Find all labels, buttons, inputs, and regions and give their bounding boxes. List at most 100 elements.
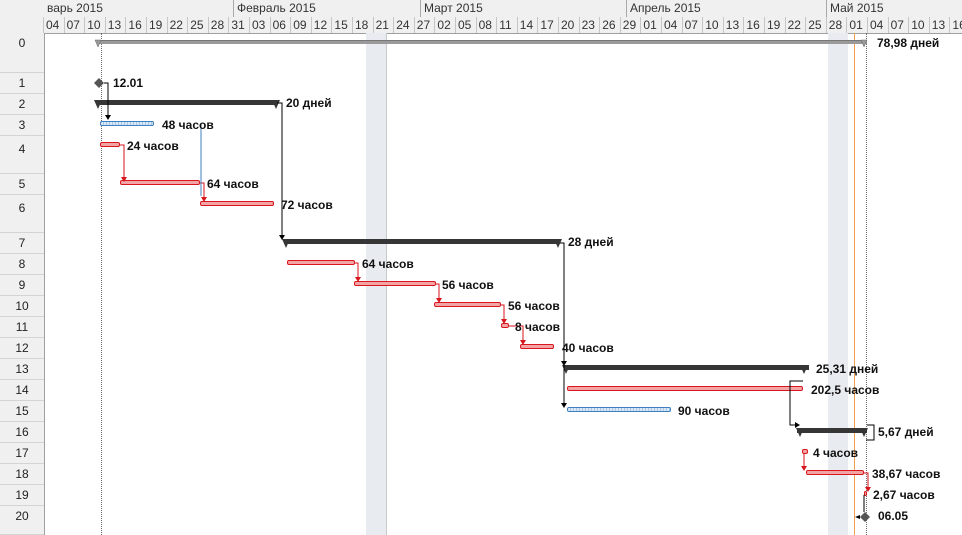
task-bar[interactable] bbox=[802, 449, 808, 454]
day-label: 04 bbox=[661, 17, 681, 33]
row-number[interactable]: 16 bbox=[0, 422, 44, 443]
project-summary-bar[interactable] bbox=[97, 40, 867, 44]
duration-label: 56 часов bbox=[508, 299, 560, 313]
day-label: 07 bbox=[681, 17, 702, 33]
duration-label: 202,5 часов bbox=[811, 383, 880, 397]
row-number[interactable]: 20 bbox=[0, 506, 44, 535]
day-label: 12 bbox=[310, 17, 331, 33]
month-separator bbox=[626, 0, 627, 17]
row-number[interactable]: 6 bbox=[0, 195, 44, 233]
month-label: варь 2015 bbox=[47, 1, 103, 15]
duration-label: 06.05 bbox=[878, 509, 909, 523]
row-number[interactable]: 1 bbox=[0, 73, 44, 94]
day-label: 07 bbox=[887, 17, 908, 33]
day-label: 22 bbox=[166, 17, 187, 33]
day-label: 01 bbox=[640, 17, 660, 33]
summary-end-marker bbox=[272, 100, 280, 109]
duration-label: 64 часов bbox=[362, 257, 414, 271]
day-label: 10 bbox=[702, 17, 722, 33]
day-label: 13 bbox=[104, 17, 125, 33]
day-label: 28 bbox=[825, 17, 846, 33]
row-number[interactable]: 19 bbox=[0, 485, 44, 506]
row-number[interactable]: 0 bbox=[0, 33, 44, 73]
task-bar[interactable] bbox=[200, 201, 274, 206]
month-label: Март 2015 bbox=[424, 1, 483, 15]
row-number[interactable]: 2 bbox=[0, 94, 44, 115]
row-number[interactable]: 7 bbox=[0, 233, 44, 254]
task-bar[interactable] bbox=[434, 302, 501, 307]
summary-bar[interactable] bbox=[99, 100, 277, 105]
row-number[interactable]: 10 bbox=[0, 296, 44, 317]
day-label: 07 bbox=[63, 17, 84, 33]
row-number[interactable]: 5 bbox=[0, 174, 44, 195]
day-label: 31 bbox=[228, 17, 248, 33]
task-bar[interactable] bbox=[120, 180, 200, 185]
day-label: 14 bbox=[516, 17, 537, 33]
day-label: 05 bbox=[455, 17, 475, 33]
task-bar[interactable] bbox=[501, 323, 509, 328]
summary-start-marker bbox=[94, 100, 102, 109]
duration-label: 40 часов bbox=[562, 341, 614, 355]
row-number[interactable]: 4 bbox=[0, 136, 44, 174]
day-label: 20 bbox=[558, 17, 578, 33]
link-arrowheads bbox=[105, 115, 860, 519]
row-number[interactable]: 3 bbox=[0, 115, 44, 136]
duration-label: 12.01 bbox=[113, 76, 144, 90]
timescale-months-row: варь 2015 Февраль 2015 Март 2015 Апрель … bbox=[0, 0, 962, 18]
month-separator bbox=[233, 0, 234, 17]
gantt-chart-area[interactable]: 78,98 дней 12.01 20 дней 48 часов 24 час… bbox=[44, 33, 962, 535]
row-number[interactable]: 9 bbox=[0, 275, 44, 296]
row-number[interactable]: 14 bbox=[0, 380, 44, 401]
month-label: Апрель 2015 bbox=[630, 1, 701, 15]
day-label: 04 bbox=[867, 17, 887, 33]
day-label: 02 bbox=[434, 17, 454, 33]
task-bar[interactable] bbox=[100, 142, 120, 147]
duration-label: 8 часов bbox=[515, 320, 561, 334]
summary-bar[interactable] bbox=[284, 239, 560, 244]
task-bar[interactable] bbox=[567, 386, 803, 391]
task-bar[interactable] bbox=[864, 491, 867, 496]
row-number[interactable]: 15 bbox=[0, 401, 44, 422]
row-number[interactable]: 17 bbox=[0, 443, 44, 464]
day-label: 19 bbox=[146, 17, 166, 33]
duration-label: 48 часов bbox=[162, 118, 214, 132]
day-label: 25 bbox=[187, 17, 207, 33]
day-label: 04 bbox=[43, 17, 63, 33]
day-label: 17 bbox=[537, 17, 557, 33]
day-label: 21 bbox=[372, 17, 393, 33]
duration-label: 4 часов bbox=[813, 446, 859, 460]
day-label: 25 bbox=[805, 17, 825, 33]
day-label: 18 bbox=[352, 17, 372, 33]
day-label: 29 bbox=[619, 17, 640, 33]
task-bar[interactable] bbox=[520, 344, 554, 349]
row-number[interactable]: 8 bbox=[0, 254, 44, 275]
task-bar[interactable] bbox=[354, 281, 436, 286]
row-number[interactable]: 11 bbox=[0, 317, 44, 338]
duration-label: 38,67 часов bbox=[872, 467, 941, 481]
task-bar[interactable] bbox=[100, 121, 154, 126]
day-label: 03 bbox=[249, 17, 269, 33]
task-bar[interactable] bbox=[806, 470, 864, 475]
duration-label: 72 часов bbox=[281, 198, 333, 212]
duration-label: 2,67 часов bbox=[873, 488, 935, 502]
row-number[interactable]: 12 bbox=[0, 338, 44, 359]
month-separator bbox=[420, 0, 421, 17]
day-label: 22 bbox=[784, 17, 805, 33]
month-separator bbox=[826, 0, 827, 17]
row-number[interactable]: 13 bbox=[0, 359, 44, 380]
milestone-diamond bbox=[860, 512, 870, 522]
task-bar[interactable] bbox=[567, 407, 671, 412]
month-label: Февраль 2015 bbox=[237, 1, 316, 15]
duration-label: 56 часов bbox=[442, 278, 494, 292]
summary-bar[interactable] bbox=[564, 365, 809, 370]
day-label: 27 bbox=[413, 17, 434, 33]
row-number[interactable]: 18 bbox=[0, 464, 44, 485]
day-label: 15 bbox=[331, 17, 351, 33]
day-label: 09 bbox=[290, 17, 310, 33]
nonworking-shading bbox=[828, 33, 848, 535]
day-label: 10 bbox=[908, 17, 928, 33]
day-label: 06 bbox=[269, 17, 290, 33]
duration-label: 20 дней bbox=[286, 96, 332, 110]
summary-bar[interactable] bbox=[797, 428, 867, 433]
